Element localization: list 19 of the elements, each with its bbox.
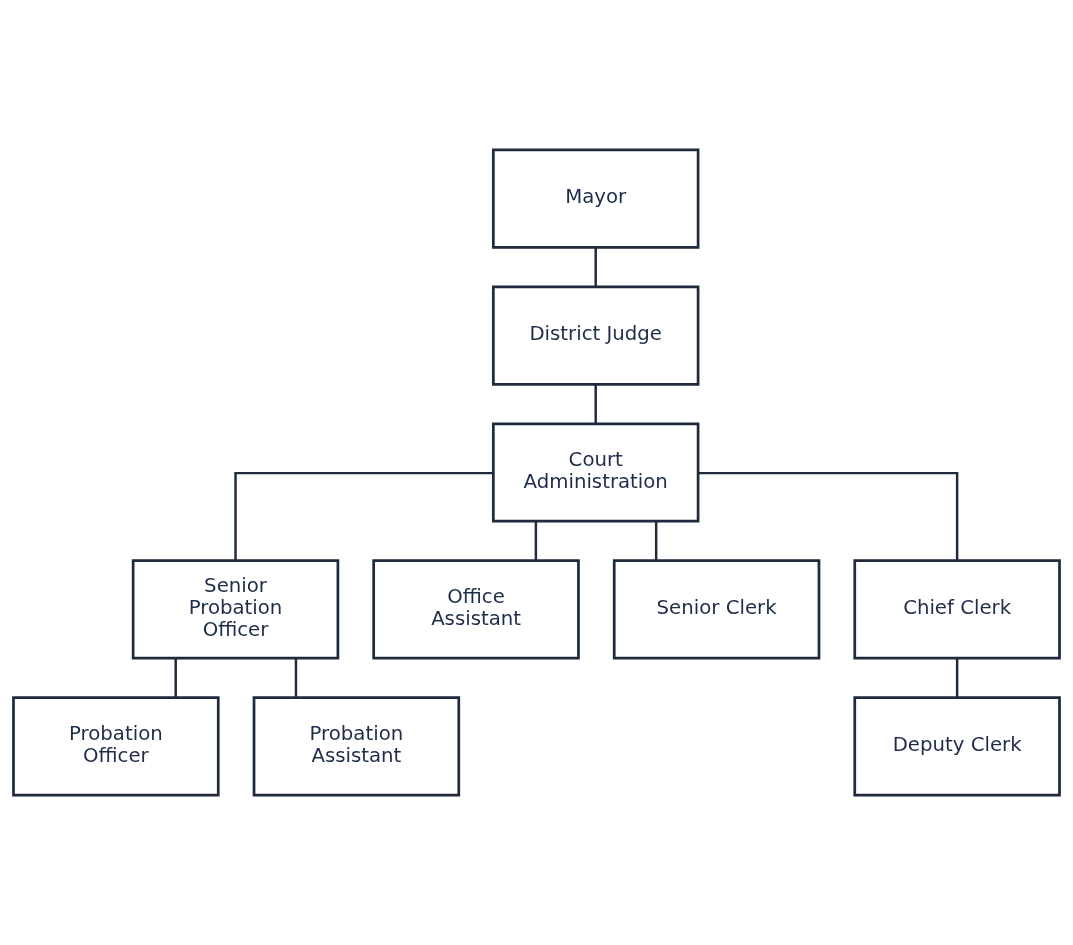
node-box: Mayor <box>491 148 700 249</box>
node-box: Senior Probation Officer <box>131 559 340 660</box>
node-box: District Judge <box>491 285 700 386</box>
node-box: Chief Clerk <box>853 559 1061 660</box>
connector <box>654 521 658 561</box>
connector <box>294 658 298 698</box>
connector <box>174 658 177 698</box>
node-box: Court Administration <box>491 422 700 523</box>
node-box: Senior Clerk <box>612 559 821 660</box>
connector <box>955 658 959 698</box>
connector <box>534 521 538 561</box>
connector <box>234 471 493 561</box>
connector <box>594 384 597 424</box>
connector <box>594 247 597 287</box>
connector <box>698 471 959 561</box>
node-box: Office Assistant <box>372 559 580 660</box>
node-box: Probation Officer <box>12 696 220 797</box>
node-box: Probation Assistant <box>252 696 461 797</box>
node-box: Deputy Clerk <box>853 696 1061 797</box>
